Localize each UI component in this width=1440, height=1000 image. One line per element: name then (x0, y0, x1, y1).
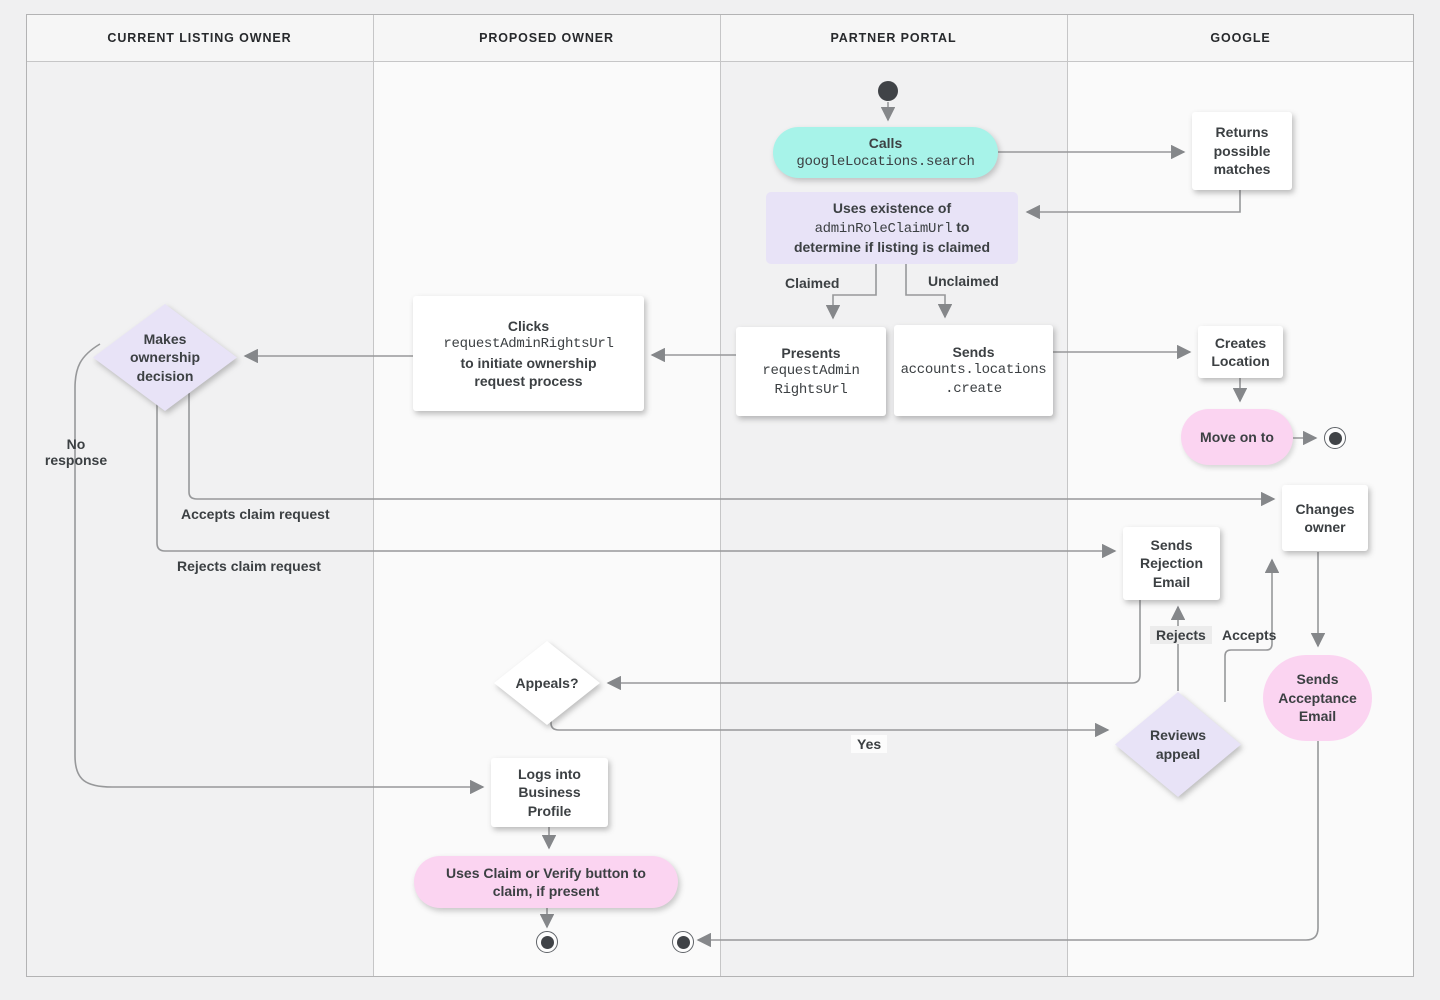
node-code-label: accounts.locations (900, 362, 1047, 379)
node-label: determine if listing is claimed (793, 239, 991, 256)
node-label: Presents (781, 344, 841, 361)
node-label: Appeals? (515, 674, 579, 691)
edge-label-rejects: Rejects (1150, 626, 1212, 644)
activity-uses-adminroleclaimurl: Uses existence of adminRoleClaimUrl to d… (766, 192, 1018, 264)
lane-title-partner-portal: PARTNER PORTAL (830, 31, 957, 45)
edge-label-yes: Yes (851, 735, 888, 753)
start-node (878, 81, 898, 101)
decision-reviews-appeal: Reviews appeal (1115, 692, 1241, 797)
node-label: Reviews (1149, 727, 1207, 744)
activity-changes-owner: Changes owner (1282, 485, 1368, 551)
lane-title-google: GOOGLE (1210, 31, 1271, 45)
decision-appeals: Appeals? (494, 641, 600, 725)
lane-title-current-listing-owner: CURRENT LISTING OWNER (107, 31, 292, 45)
node-code-label: .create (945, 380, 1002, 397)
activity-returns-possible-matches: Returns possible matches (1192, 112, 1292, 190)
node-label: Business (518, 784, 581, 801)
activity-uses-claim-or-verify-button: Uses Claim or Verify button to claim, if… (414, 856, 678, 908)
node-label: to initiate ownership (460, 354, 597, 371)
node-label: Returns (1215, 124, 1269, 141)
activity-creates-location: Creates Location (1198, 326, 1283, 378)
node-label: Location (1211, 353, 1270, 369)
node-label: possible (1213, 142, 1271, 159)
node-label: Changes (1295, 500, 1355, 517)
node-label: Email (1152, 573, 1191, 590)
edge-label-rejects-claim-request: Rejects claim request (177, 558, 321, 574)
node-label: Calls (868, 135, 903, 152)
node-code-label: RightsUrl (774, 381, 848, 398)
activity-move-on-to: Move on to (1181, 409, 1293, 465)
node-label: to (952, 218, 970, 235)
node-label: request process (474, 372, 583, 389)
node-label: Acceptance (1278, 689, 1357, 706)
edge-label-accepts-claim-request: Accepts claim request (181, 506, 330, 522)
node-label: Email (1298, 708, 1337, 725)
activity-clicks-requestadminrightsurl: Clicks requestAdminRightsUrl to initiate… (413, 296, 644, 411)
node-label: Sends (1150, 536, 1193, 553)
node-label: Rejection (1139, 555, 1203, 572)
node-label: Creates (1214, 334, 1267, 351)
node-label: appeal (1155, 745, 1201, 762)
edge-label-unclaimed: Unclaimed (928, 273, 999, 289)
activity-calls-googlelocations-search: Calls googleLocations.search (773, 127, 998, 178)
node-label: decision (136, 367, 194, 384)
activity-sends-rejection-email: Sends Rejection Email (1123, 527, 1220, 600)
node-label: matches (1213, 161, 1271, 178)
node-label: Profile (527, 802, 572, 819)
end-node (1324, 427, 1346, 449)
lane-title-proposed-owner: PROPOSED OWNER (479, 31, 614, 45)
node-code-label: googleLocations.search (796, 153, 975, 170)
node-code-label: requestAdminRightsUrl (443, 336, 614, 353)
node-label: Uses Claim or Verify button to (446, 864, 646, 881)
node-label: claim, if present (492, 883, 600, 899)
decision-makes-ownership-decision: Makes ownership decision (93, 304, 237, 411)
node-label: ownership (129, 349, 200, 366)
node-code-label: requestAdmin (762, 363, 860, 380)
node-label: Clicks (507, 317, 550, 334)
node-label: Makes (143, 331, 187, 348)
node-code-label: adminRoleClaimUrl (814, 220, 953, 237)
activity-sends-acceptance-email: Sends Acceptance Email (1263, 655, 1372, 741)
node-label: Sends (1296, 671, 1339, 688)
diagram-border (26, 14, 1414, 977)
activity-logs-into-business-profile: Logs into Business Profile (491, 758, 608, 827)
node-label: Uses existence of (832, 200, 952, 217)
node-label: Sends (952, 343, 995, 360)
end-node (672, 931, 694, 953)
end-node (536, 931, 558, 953)
activity-presents-requestadminrightsurl: Presents requestAdmin RightsUrl (736, 327, 886, 416)
node-label: owner (1304, 519, 1346, 535)
activity-sends-accounts-locations-create: Sends accounts.locations .create (894, 325, 1053, 416)
edge-label-no-response: No response (44, 436, 108, 468)
node-label: Move on to (1200, 428, 1274, 445)
edge-label-accepts: Accepts (1222, 627, 1277, 643)
node-label: Logs into (518, 765, 581, 782)
edge-label-claimed: Claimed (785, 275, 840, 291)
